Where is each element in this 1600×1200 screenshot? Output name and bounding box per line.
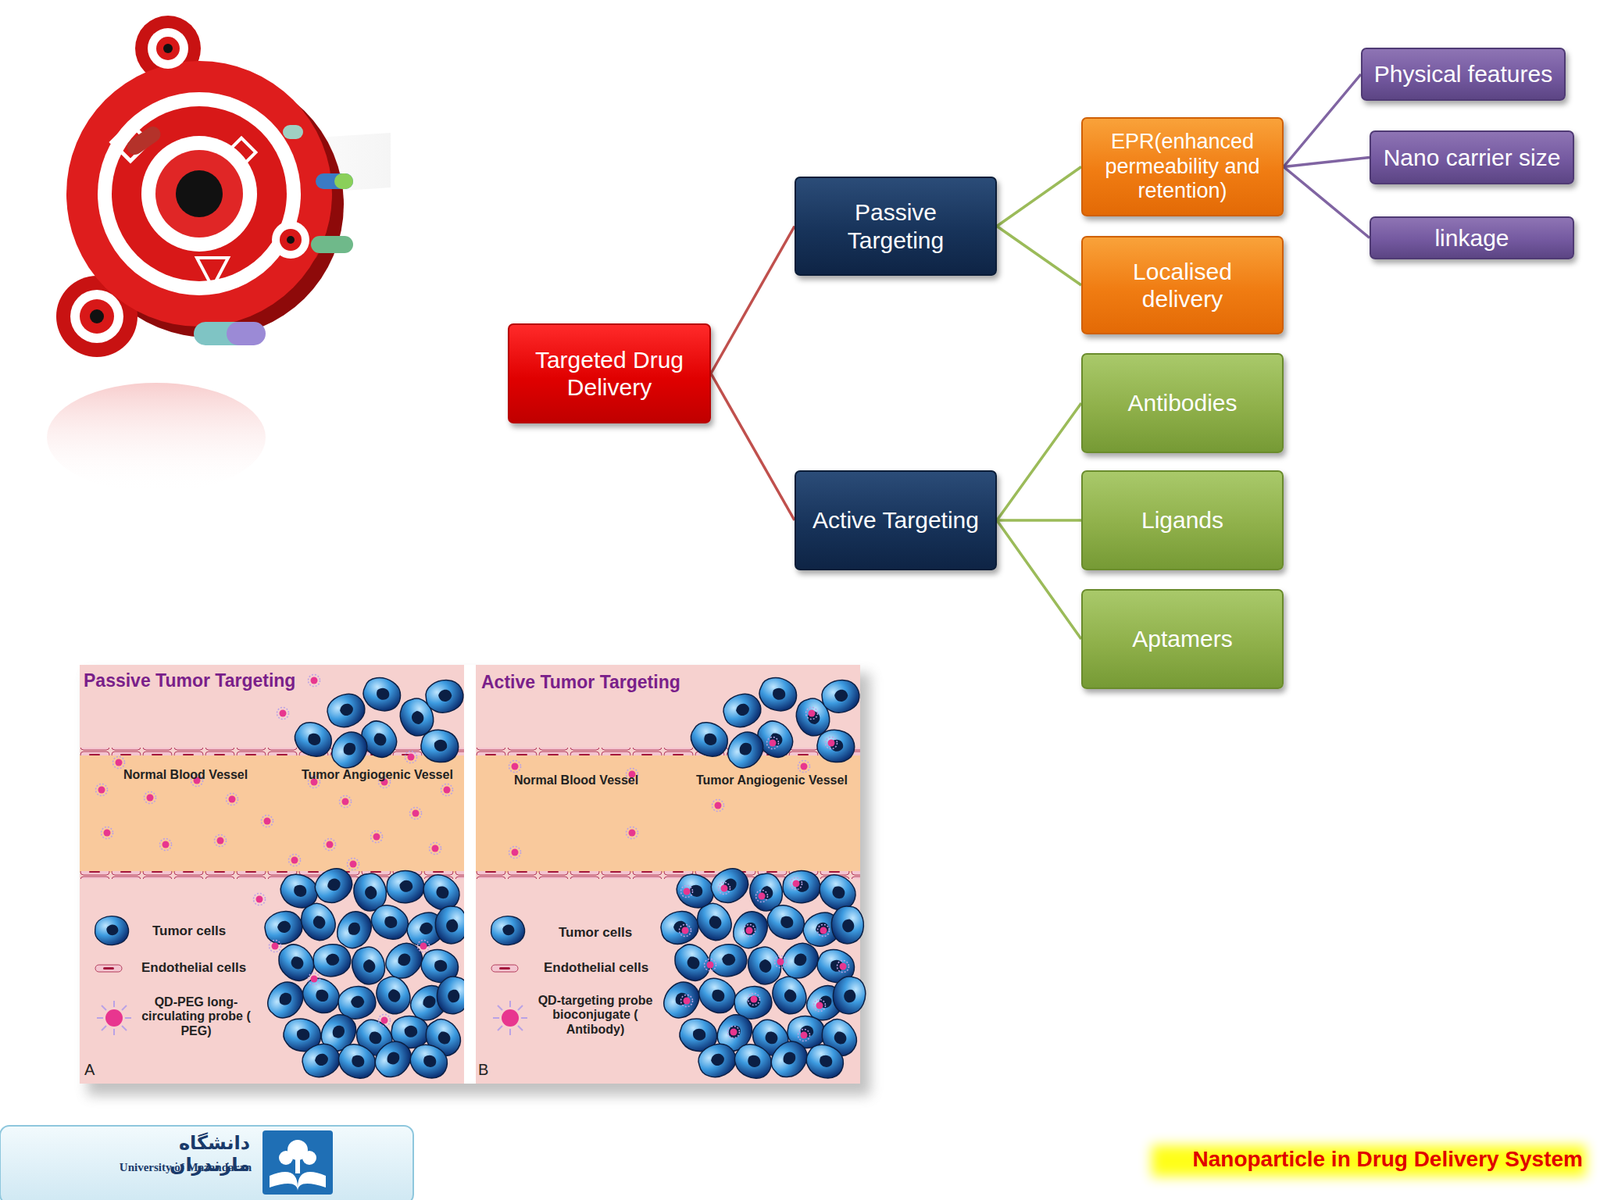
footer-title: Nanoparticle in Drug Delivery System	[1192, 1146, 1583, 1172]
legend-text: Tumor cells	[558, 925, 633, 941]
figure-label: Normal Blood Vessel	[123, 767, 248, 783]
box-text-group: Nano carrier size	[1383, 143, 1561, 172]
box-label: Ligands	[1141, 506, 1224, 534]
target-illustration	[46, 15, 391, 493]
box-label: Targeted Drug Delivery	[531, 346, 688, 402]
box-label: linkage	[1434, 224, 1509, 252]
box-text-group: Passive Targeting	[821, 198, 971, 254]
connector-line	[710, 226, 795, 375]
box-text-group: linkage	[1434, 224, 1509, 252]
connector-line	[996, 226, 1082, 286]
connector-line	[996, 520, 1082, 640]
box-text-group: Ligands	[1141, 506, 1224, 534]
legend-text: Endothelial cells	[141, 960, 247, 976]
figure-label: Passive Tumor Targeting	[83, 670, 296, 691]
legend-text: Tumor cells	[152, 923, 226, 940]
process-box: Active Targeting	[794, 470, 997, 571]
connector-line	[1283, 74, 1361, 168]
university-logo	[0, 1125, 414, 1200]
logo-text: University of Mazandaran	[90, 1160, 252, 1175]
box-text-group: Aptamers	[1132, 625, 1233, 653]
legend-text: Endothelial cells	[543, 960, 649, 976]
footer-glow	[1151, 1145, 1586, 1177]
box-label: Physical features	[1374, 60, 1553, 88]
box-text-group: Localised delivery	[1104, 257, 1261, 314]
box-text-group: Physical features	[1374, 60, 1553, 88]
connector-line	[1283, 167, 1370, 239]
box-text-group: Targeted Drug Delivery	[531, 346, 688, 402]
connector-line	[996, 167, 1082, 227]
passive-panel	[79, 664, 471, 1084]
process-box: Physical features	[1360, 47, 1566, 101]
box-label: Aptamers	[1132, 625, 1233, 653]
connector-line	[996, 518, 1082, 522]
box-text-group: Antibodies	[1127, 389, 1237, 417]
process-box: Localised delivery	[1081, 235, 1284, 335]
legend-text: QD-targeting probe bioconjugate ( Antibo…	[532, 993, 658, 1037]
box-label: Antibodies	[1127, 389, 1237, 417]
process-box: Nano carrier size	[1369, 130, 1575, 185]
process-box: EPR(enhanced permeability and retention)	[1081, 117, 1284, 217]
process-box: Targeted Drug Delivery	[507, 323, 711, 424]
figure-label: Tumor Angiogenic Vessel	[301, 767, 454, 783]
box-label: Active Targeting	[812, 506, 979, 534]
box-text-group: Active Targeting	[812, 506, 979, 534]
active-panel	[475, 664, 867, 1084]
connector-line	[1283, 157, 1370, 168]
process-box: Ligands	[1081, 470, 1284, 571]
box-label: EPR(enhanced permeability and retention)	[1085, 129, 1279, 205]
process-box: Antibodies	[1081, 353, 1284, 454]
figure-label: B	[478, 1060, 489, 1079]
process-box: Passive Targeting	[794, 176, 997, 276]
figure-label: Normal Blood Vessel	[514, 773, 639, 788]
legend-text: QD-PEG long-circulating probe ( PEG)	[137, 995, 255, 1039]
box-label: Localised delivery	[1104, 257, 1261, 314]
figure-label: Active Tumor Targeting	[481, 671, 681, 693]
box-label: Passive Targeting	[821, 198, 971, 254]
tumor-targeting-figure	[79, 664, 871, 1096]
process-box: linkage	[1369, 216, 1575, 260]
connector-line	[996, 403, 1082, 521]
process-box: Aptamers	[1081, 589, 1284, 690]
connector-line	[710, 373, 795, 521]
figure-label: Tumor Angiogenic Vessel	[696, 773, 848, 788]
box-label: Nano carrier size	[1383, 143, 1561, 172]
box-text-group: EPR(enhanced permeability and retention)	[1085, 129, 1279, 205]
figure-label: A	[84, 1060, 95, 1079]
